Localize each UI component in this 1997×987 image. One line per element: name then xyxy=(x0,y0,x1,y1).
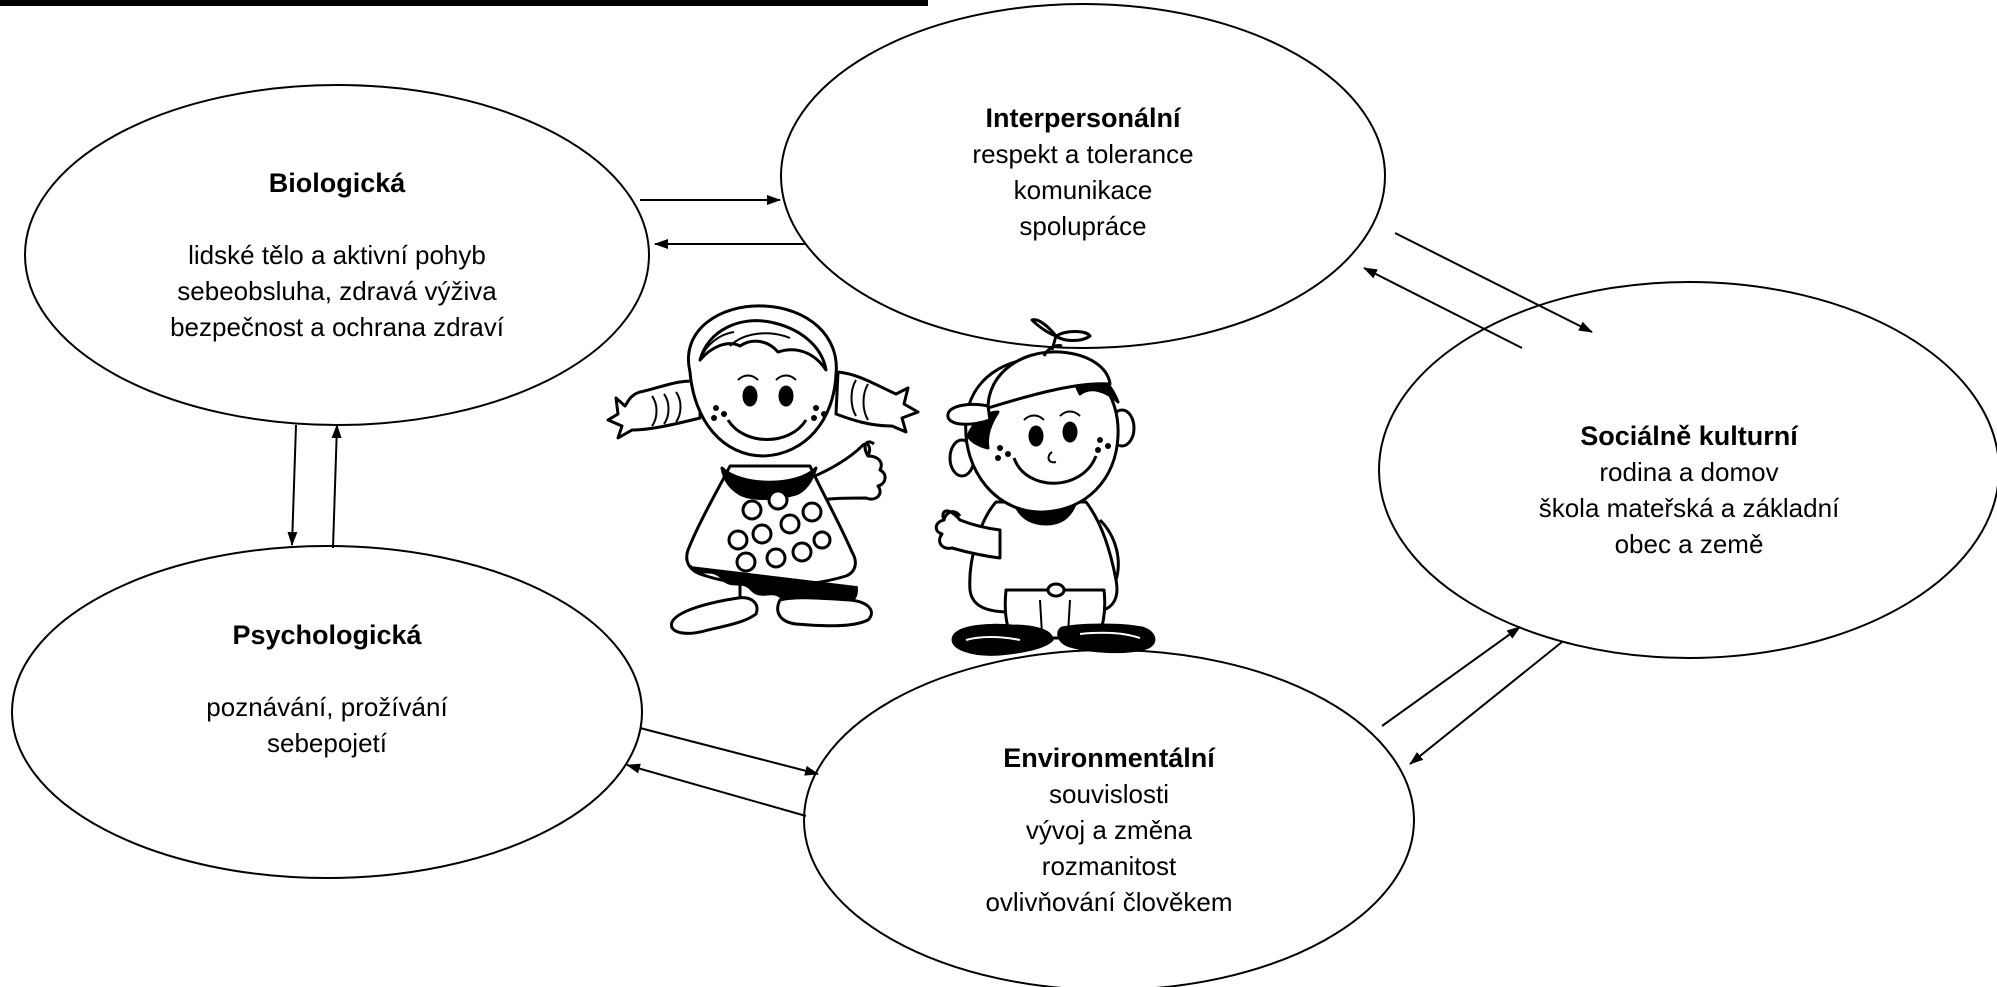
node-item: škola mateřská a základní xyxy=(1538,493,1840,523)
node-item: rozmanitost xyxy=(1041,851,1177,881)
ellipse-interpersonalni xyxy=(780,3,1386,349)
node-title: Biologická xyxy=(268,168,406,198)
node-socialne-kulturni: Sociálně kulturní rodina a domov škola m… xyxy=(1469,415,1909,565)
node-title: Psychologická xyxy=(232,620,422,650)
node-item: lidské tělo a aktivní pohyb xyxy=(188,240,486,270)
arrow-psych-to-bio xyxy=(331,424,342,549)
arrow-inter-to-soc xyxy=(1394,232,1593,333)
girl-cartoon xyxy=(606,304,920,635)
arrow-env-to-psych xyxy=(626,763,807,817)
node-item: komunikace xyxy=(1013,175,1153,205)
node-psychologicka: Psychologická poznávání, prožívání sebep… xyxy=(107,614,547,764)
node-item: sebepojetí xyxy=(267,728,387,758)
node-item: obec a země xyxy=(1614,529,1764,559)
arrow-soc-to-inter xyxy=(1363,267,1523,349)
node-interpersonalni: Interpersonální respekt a tolerance komu… xyxy=(873,97,1293,247)
node-item: rodina a domov xyxy=(1599,457,1779,487)
node-title: Environmentální xyxy=(1003,743,1215,773)
node-biologicka: Biologická lidské tělo a aktivní pohyb s… xyxy=(87,160,587,350)
arrow-bio-to-psych xyxy=(287,424,298,546)
node-item: ovlivňování člověkem xyxy=(985,887,1233,917)
node-item: spolupráce xyxy=(1019,211,1147,241)
node-item: poznávání, prožívání xyxy=(206,692,448,722)
node-item: respekt a tolerance xyxy=(972,139,1194,169)
node-title: Sociálně kulturní xyxy=(1580,421,1798,451)
node-title: Interpersonální xyxy=(985,103,1181,133)
node-item: sebeobsluha, zdravá výživa xyxy=(177,276,497,306)
arrow-env-to-soc xyxy=(1381,626,1521,727)
top-rule xyxy=(0,0,928,6)
node-item: bezpečnost a ochrana zdraví xyxy=(170,312,504,342)
node-environmentalni: Environmentální souvislosti vývoj a změn… xyxy=(889,735,1329,925)
ellipse-socialne-kulturni xyxy=(1378,281,1997,659)
node-item: souvislosti xyxy=(1049,779,1169,809)
boy-cartoon xyxy=(934,318,1156,656)
arrow-soc-to-env xyxy=(1409,641,1563,765)
ellipse-psychologicka xyxy=(11,545,643,879)
node-item: vývoj a změna xyxy=(1025,815,1193,845)
arrow-psych-to-env xyxy=(639,727,819,776)
